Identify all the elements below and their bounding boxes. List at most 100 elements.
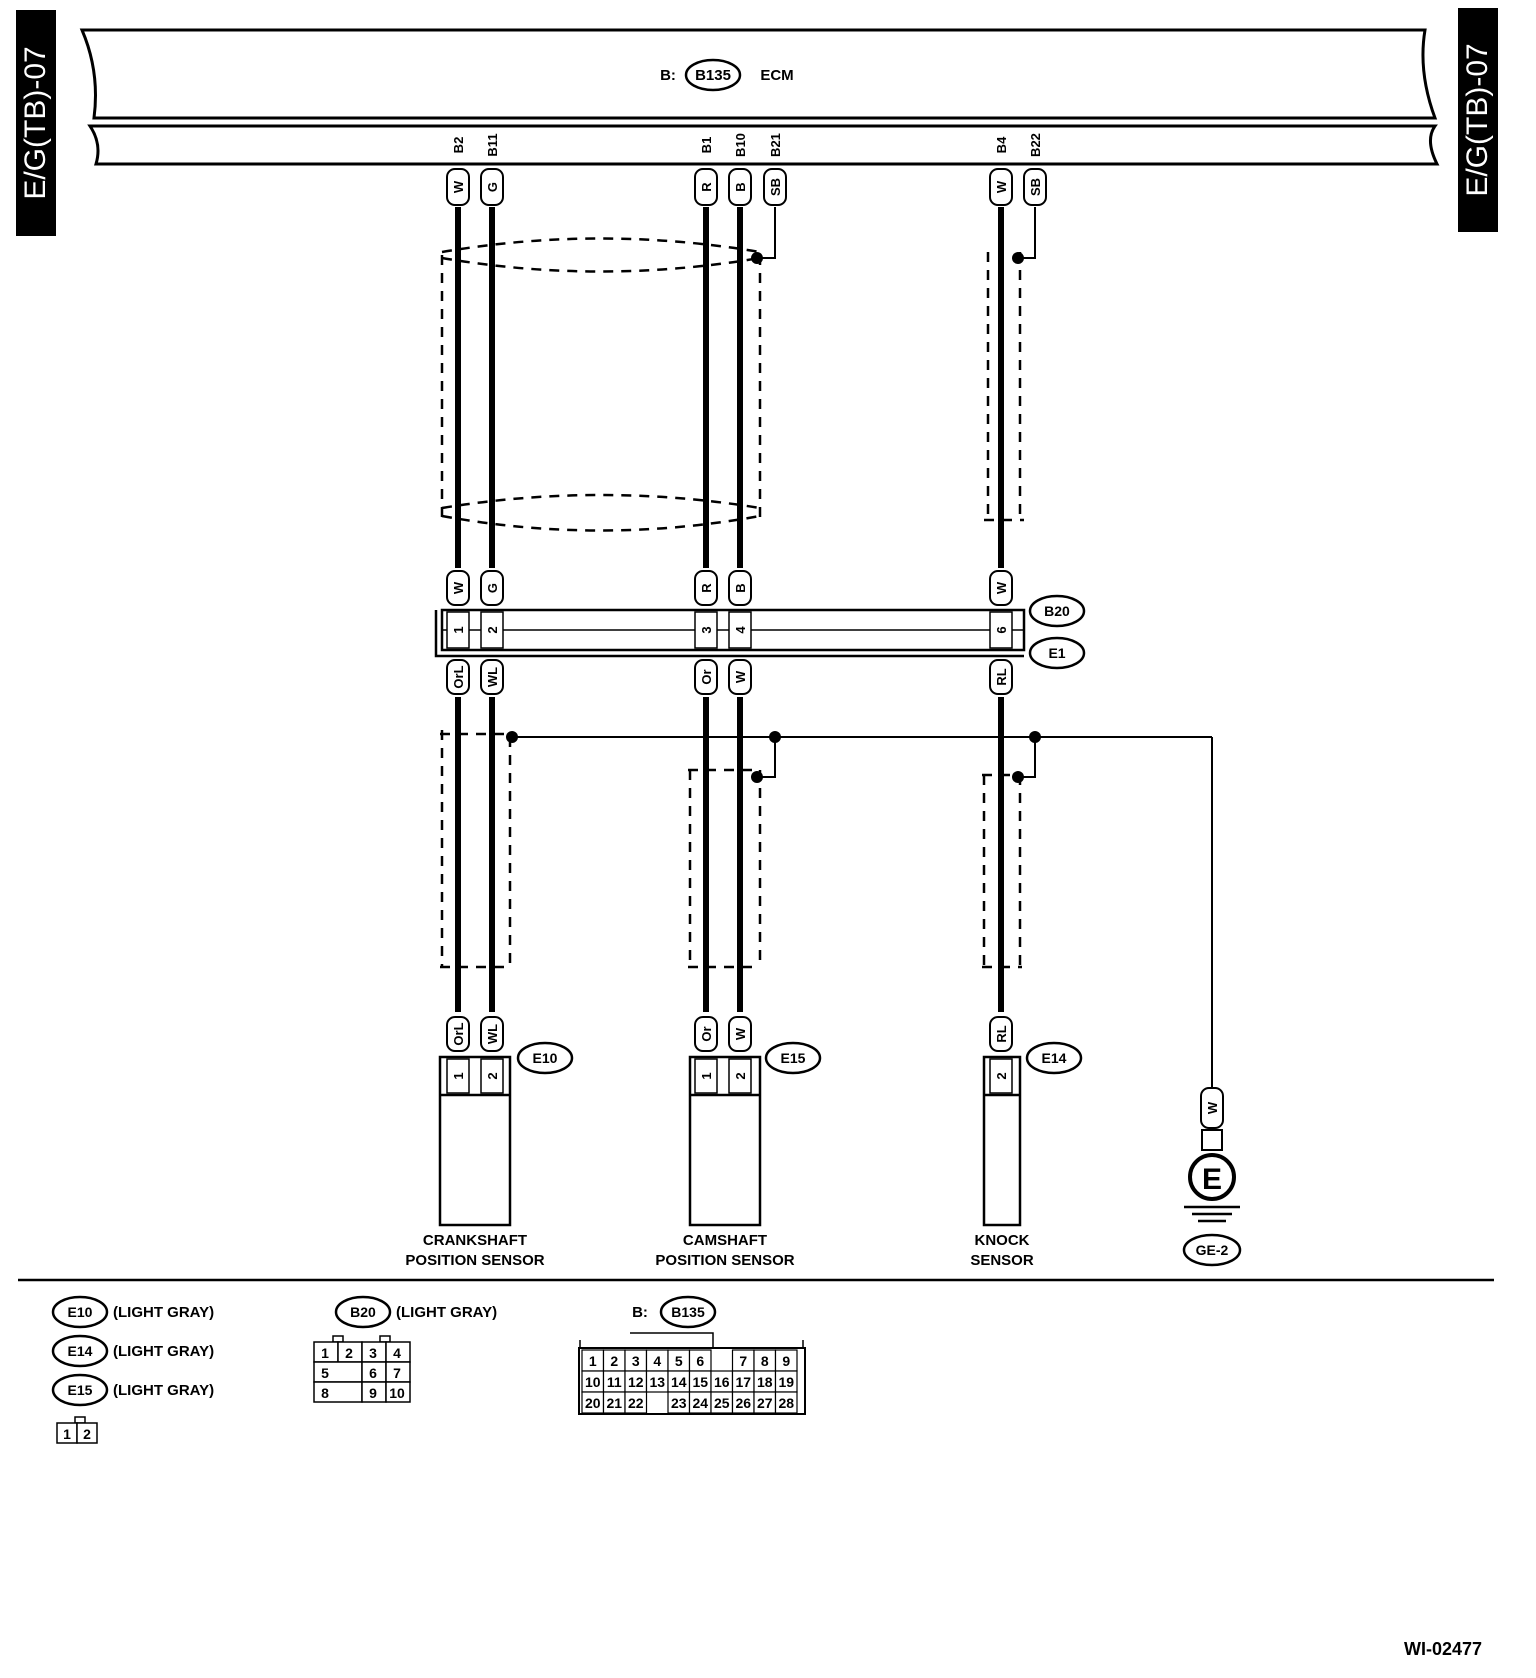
legend-b135-pin-18: 18	[757, 1374, 773, 1390]
sensor-name-E10-1: CRANKSHAFT	[423, 1232, 527, 1249]
joint-upper-color-4-label: W	[994, 581, 1009, 594]
joint-pin-box-2	[694, 611, 718, 649]
ecm-pin-B2: B2	[451, 137, 466, 154]
ground-wire-color	[1200, 1087, 1224, 1129]
ecm-pin-B22: B22	[1028, 133, 1043, 157]
connector-E14	[1025, 1041, 1083, 1075]
legend-b135-pin-16: 16	[714, 1374, 730, 1390]
ecm-wire-color-0-label: W	[451, 180, 466, 193]
legend-b20-pin-8: 8	[321, 1385, 329, 1401]
legend-b20-pin-4: 4	[393, 1345, 401, 1361]
shield-knock-upper	[984, 252, 1024, 522]
connector-e1	[1028, 636, 1086, 670]
legend-b135-cell-22	[624, 1391, 648, 1414]
joint-pin-3: 3	[699, 626, 714, 633]
sensor-name-E10-2: POSITION SENSOR	[405, 1252, 544, 1269]
ecm-wire-color-6	[1023, 168, 1047, 206]
sensor-E10-pin-1: 1	[451, 1072, 466, 1079]
legend-e-face-cell-2	[76, 1422, 98, 1444]
side-tab-left: E/G(TB)-07	[16, 10, 56, 236]
legend-b135-pin-5: 5	[675, 1353, 683, 1369]
legend-b135-frame	[578, 1347, 806, 1415]
joint-lower-color-0-label: OrL	[451, 665, 466, 688]
legend-b135-pin-6: 6	[696, 1353, 704, 1369]
sensor-E15-pin-1: 1	[699, 1072, 714, 1079]
ecm-wire-color-3	[728, 168, 752, 206]
legend-b20-cell-10	[385, 1381, 411, 1403]
ground-label-oval-label: GE-2	[1196, 1242, 1229, 1258]
sensor-E10-pin-box-0	[446, 1058, 470, 1094]
ecm-wire-color-4	[763, 168, 787, 206]
connector-e1-label: E1	[1048, 645, 1065, 661]
legend-b135-pin-23: 23	[671, 1395, 687, 1411]
connector-E14-label: E14	[1042, 1050, 1067, 1066]
drain-lower-knock	[1018, 737, 1036, 778]
legend-b135-cell-28	[774, 1391, 798, 1414]
sensor-name-E15-2: POSITION SENSOR	[655, 1252, 794, 1269]
sensor-E15-wire-color-1-label: W	[733, 1027, 748, 1040]
drain-lower-knock-dot	[1012, 771, 1024, 783]
sensor-E10-wire-color-0	[446, 1016, 470, 1052]
ground-terminal	[1201, 1129, 1223, 1151]
legend-E14-label: E14	[68, 1343, 93, 1359]
ecm-wire-color-2-label: R	[699, 182, 714, 192]
sensor-E15-pin-box-0	[694, 1058, 718, 1094]
sensor-E10-wire-color-1	[480, 1016, 504, 1052]
joint-lower-color-2	[694, 659, 718, 695]
legend-b135-pin-14: 14	[671, 1374, 687, 1390]
legend-e-face-pin-2: 2	[83, 1426, 91, 1442]
ground-symbol	[1188, 1153, 1236, 1201]
connector-E10	[516, 1041, 574, 1075]
joint-upper-color-3-label: B	[733, 583, 748, 592]
sensor-name-E14-2: SENSOR	[970, 1252, 1034, 1269]
sensor-E10-pin-2: 2	[485, 1072, 500, 1079]
legend-b135-pin-27: 27	[757, 1395, 773, 1411]
ground-label-oval	[1182, 1233, 1242, 1267]
joint-lower-color-4-label: RL	[994, 668, 1009, 685]
sensor-name-E15-1: CAMSHAFT	[683, 1232, 767, 1249]
joint-lower-color-1	[480, 659, 504, 695]
legend-b135-pin-13: 13	[649, 1374, 665, 1390]
sensor-E10-wire-color-1-label: WL	[485, 1024, 500, 1044]
legend-b20-key-1	[332, 1335, 344, 1343]
legend-b20-pin-9: 9	[369, 1385, 377, 1401]
legend-b20-pin-2: 2	[345, 1345, 353, 1361]
joint-upper-color-1	[480, 570, 504, 606]
legend-b135-pin-11: 11	[607, 1374, 622, 1390]
legend-E15-label: E15	[68, 1382, 93, 1398]
ecm-wire-color-6-label: SB	[1028, 178, 1043, 196]
legend-b135	[659, 1295, 717, 1329]
legend-E10-desc: (LIGHT GRAY)	[113, 1304, 214, 1321]
joint-pin-1: 1	[451, 626, 466, 633]
sensor-E15-wire-color-0	[694, 1016, 718, 1052]
sensor-E14-pin-2: 2	[994, 1072, 1009, 1079]
joint-upper-color-3	[728, 570, 752, 606]
ecm-wire-color-3-label: B	[733, 182, 748, 191]
legend-b135-pin-26: 26	[735, 1395, 751, 1411]
connector-E15-label: E15	[781, 1050, 806, 1066]
ecm-wire-color-1	[480, 168, 504, 206]
ecm-wire-color-0	[446, 168, 470, 206]
joint-lower-color-3	[728, 659, 752, 695]
ecm-connector-oval	[684, 58, 742, 92]
joint-lower-color-4	[989, 659, 1013, 695]
legend-e-face-pin-1: 1	[63, 1426, 71, 1442]
shield-lower-knock	[982, 773, 1022, 969]
legend-b135-pin-9: 9	[782, 1353, 790, 1369]
legend-b20-pin-6: 6	[369, 1365, 377, 1381]
shield-drain-knock	[1018, 207, 1036, 259]
connector-b20-label: B20	[1044, 603, 1070, 619]
joint-pin-6: 6	[994, 626, 1009, 633]
sensor-E15-pin-2: 2	[733, 1072, 748, 1079]
legend-b135-pin-8: 8	[761, 1353, 769, 1369]
legend-b135-pin-7: 7	[739, 1353, 747, 1369]
legend-b135-pin-17: 17	[735, 1374, 751, 1390]
joint-lower-color-0	[446, 659, 470, 695]
ground-bus-dot-1	[506, 731, 518, 743]
legend-b20-desc: (LIGHT GRAY)	[396, 1304, 497, 1321]
shield-lower-cam	[688, 768, 762, 969]
legend-b135-pin-4: 4	[653, 1353, 661, 1369]
ecm-pin-B10: B10	[733, 133, 748, 157]
legend-b135-label: B135	[671, 1304, 705, 1320]
